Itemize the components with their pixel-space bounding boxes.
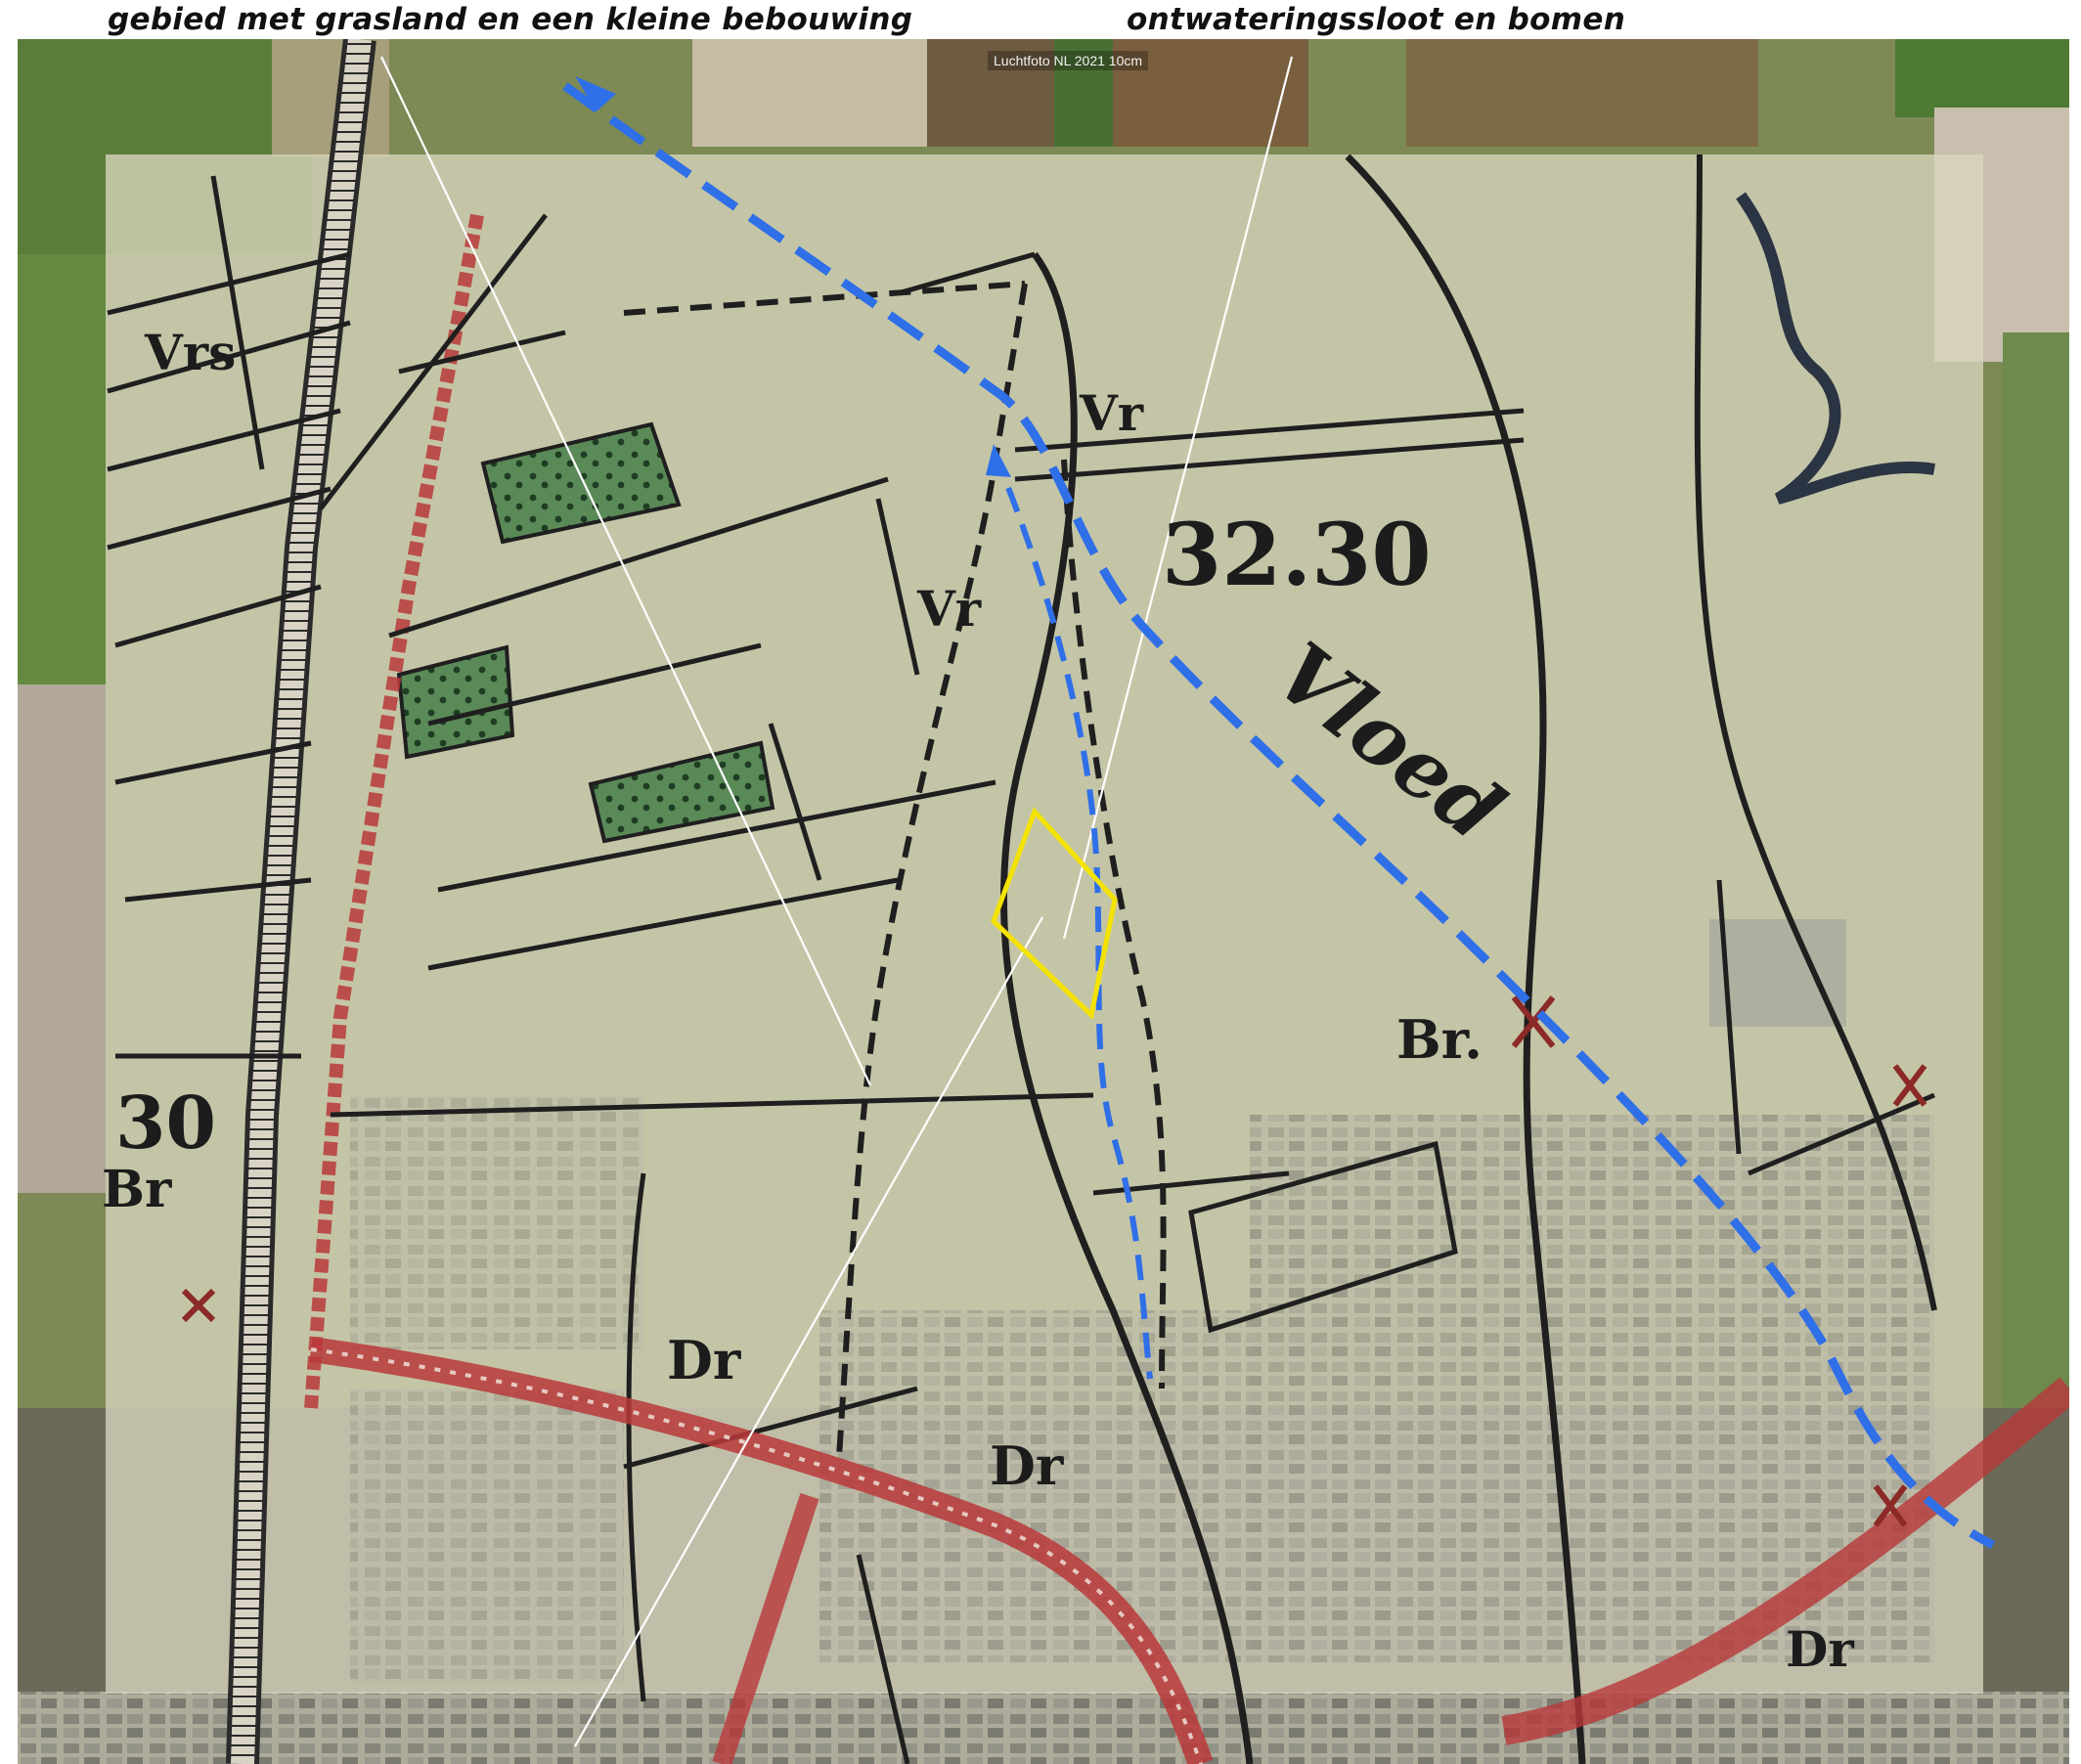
highlighted-parcel[interactable]: [991, 807, 1118, 1020]
blue-route-main: [562, 76, 1996, 1550]
annotation-drainage-ditch: ontwateringssloot en bomen: [1127, 2, 1626, 37]
label-dr-mid: Dr: [990, 1434, 1064, 1497]
annotation-grassland: gebied met grasland en een kleine bebouw…: [108, 2, 913, 37]
label-dr-right: Dr: [1786, 1620, 1854, 1678]
label-vr-mid: Vr: [916, 580, 982, 638]
historic-map-overlay: [106, 39, 2069, 1764]
label-vrs: Vrs: [144, 324, 236, 381]
label-vr-top: Vr: [1079, 384, 1144, 442]
arrowhead-icon: [575, 76, 616, 111]
annotation-lines: [380, 56, 1294, 1747]
label-dr-left: Dr: [667, 1329, 741, 1391]
bridge-icon: [181, 995, 1927, 1527]
label-br-left: Br: [102, 1160, 172, 1219]
map-canvas[interactable]: Vrs Vr Vr 32.30 Vloed Br. Br 30 Dr Dr Dr: [18, 39, 2069, 1764]
blue-route-branch: [986, 444, 1153, 1380]
source-label: Luchtfoto NL 2021 10cm: [988, 51, 1149, 70]
label-elevation: 32.30: [1162, 504, 1432, 605]
arrowhead-icon: [986, 444, 1011, 477]
label-edge-number: 30: [115, 1081, 216, 1166]
label-br-right: Br.: [1396, 1008, 1483, 1071]
map-view[interactable]: Vrs Vr Vr 32.30 Vloed Br. Br 30 Dr Dr Dr: [18, 39, 2069, 1764]
